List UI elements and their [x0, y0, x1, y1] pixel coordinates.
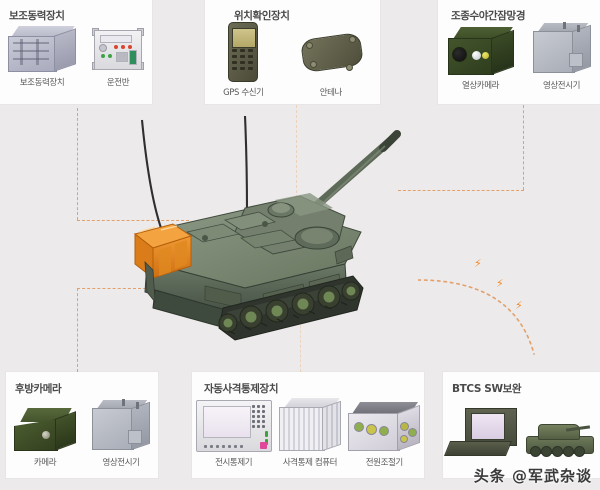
- gps-receiver-icon: [228, 22, 259, 82]
- component-label: 사격통제 컴퓨터: [282, 458, 338, 468]
- connector-bottom-center-vertical: [300, 306, 301, 372]
- component-control-console[interactable]: 운전반: [92, 26, 144, 88]
- component-label: 운전반: [106, 78, 130, 88]
- component-label: 보조동력장치: [19, 78, 65, 88]
- rugged-laptop-icon: [443, 408, 519, 458]
- apu-module-icon: [8, 26, 76, 72]
- connector-top-right-horizontal: [398, 190, 524, 191]
- component-label: 전시통제기: [215, 458, 253, 468]
- component-label: 카메라: [33, 458, 57, 468]
- video-display-icon: [532, 22, 591, 75]
- component-fire-control-computer[interactable]: 사격통제 컴퓨터: [278, 398, 341, 468]
- connector-top-center-vertical: [296, 100, 297, 218]
- fire-control-computer-icon: [278, 398, 341, 452]
- thermal-camera-icon: [447, 27, 514, 76]
- panel-driver-night-periscope[interactable]: 조종수야간잠망경 열상카메라: [438, 0, 600, 104]
- component-rugged-laptop[interactable]: [443, 408, 519, 462]
- component-video-display[interactable]: 영상전시기: [92, 399, 150, 468]
- panel-title-positioning-device: 위치확인장치: [234, 10, 290, 22]
- component-apu[interactable]: 보조동력장치: [8, 26, 76, 88]
- panel-btcs-sw[interactable]: BTCS SW보완: [443, 372, 600, 478]
- component-gps-receiver[interactable]: GPS 수신기: [223, 22, 264, 98]
- signal-bolt-icon-1: ⚡: [474, 257, 482, 270]
- component-thermal-camera[interactable]: 열상카메라: [447, 27, 514, 91]
- connector-bottom-left-horizontal: [77, 288, 197, 289]
- watermark-text: 头条 @军武杂谈: [473, 467, 592, 485]
- camera-icon: [14, 406, 76, 452]
- component-label: 열상카메라: [461, 81, 500, 91]
- panel-title-driver-night-periscope: 조종수야간잠망경: [451, 10, 526, 22]
- video-display-icon: [92, 399, 150, 452]
- howitzer-illustration: [95, 112, 445, 357]
- antenna-icon: [299, 31, 364, 74]
- component-video-display[interactable]: 영상전시기: [532, 22, 591, 91]
- component-label: 영상전시기: [102, 458, 140, 468]
- component-label: GPS 수신기: [223, 88, 264, 98]
- connector-top-left-horizontal: [77, 220, 189, 221]
- component-antenna[interactable]: 안테나: [299, 31, 364, 98]
- connector-top-right-vertical: [523, 100, 524, 190]
- panel-positioning-device[interactable]: 위치확인장치: [205, 0, 380, 104]
- panel-rear-camera[interactable]: 후방카메라 카메라: [6, 372, 158, 478]
- panel-title-aux-power-unit: 보조동력장치: [9, 10, 65, 22]
- component-camera[interactable]: 카메라: [14, 406, 76, 468]
- component-display-control-unit[interactable]: 전시통제기: [195, 400, 272, 468]
- panel-title-btcs-sw: BTCS SW보완: [452, 383, 522, 395]
- display-control-unit-icon: [195, 400, 272, 452]
- component-howitzer-photo[interactable]: [526, 414, 596, 462]
- panel-title-automatic-fire-control: 자동사격통제장치: [204, 383, 279, 395]
- connector-signal-arc: [418, 279, 535, 355]
- signal-bolt-icon-2: ⚡: [496, 277, 504, 290]
- component-label: 전원조절기: [365, 458, 404, 468]
- connector-bottom-left-vertical: [77, 288, 78, 372]
- signal-bolt-icon-3: ⚡: [515, 299, 523, 312]
- power-conditioner-icon: [348, 402, 421, 452]
- howitzer-icon: [526, 414, 596, 458]
- component-label: 영상전시기: [542, 81, 581, 91]
- control-console-icon: [92, 26, 144, 72]
- component-label: 안테나: [319, 88, 343, 98]
- panel-title-rear-camera: 후방카메라: [15, 383, 62, 395]
- connector-top-left-vertical: [77, 108, 78, 220]
- panel-automatic-fire-control[interactable]: 자동사격통제장치: [192, 372, 424, 478]
- panel-aux-power-unit[interactable]: 보조동력장치 보조동력장치: [0, 0, 152, 104]
- component-power-conditioner[interactable]: 전원조절기: [348, 402, 421, 468]
